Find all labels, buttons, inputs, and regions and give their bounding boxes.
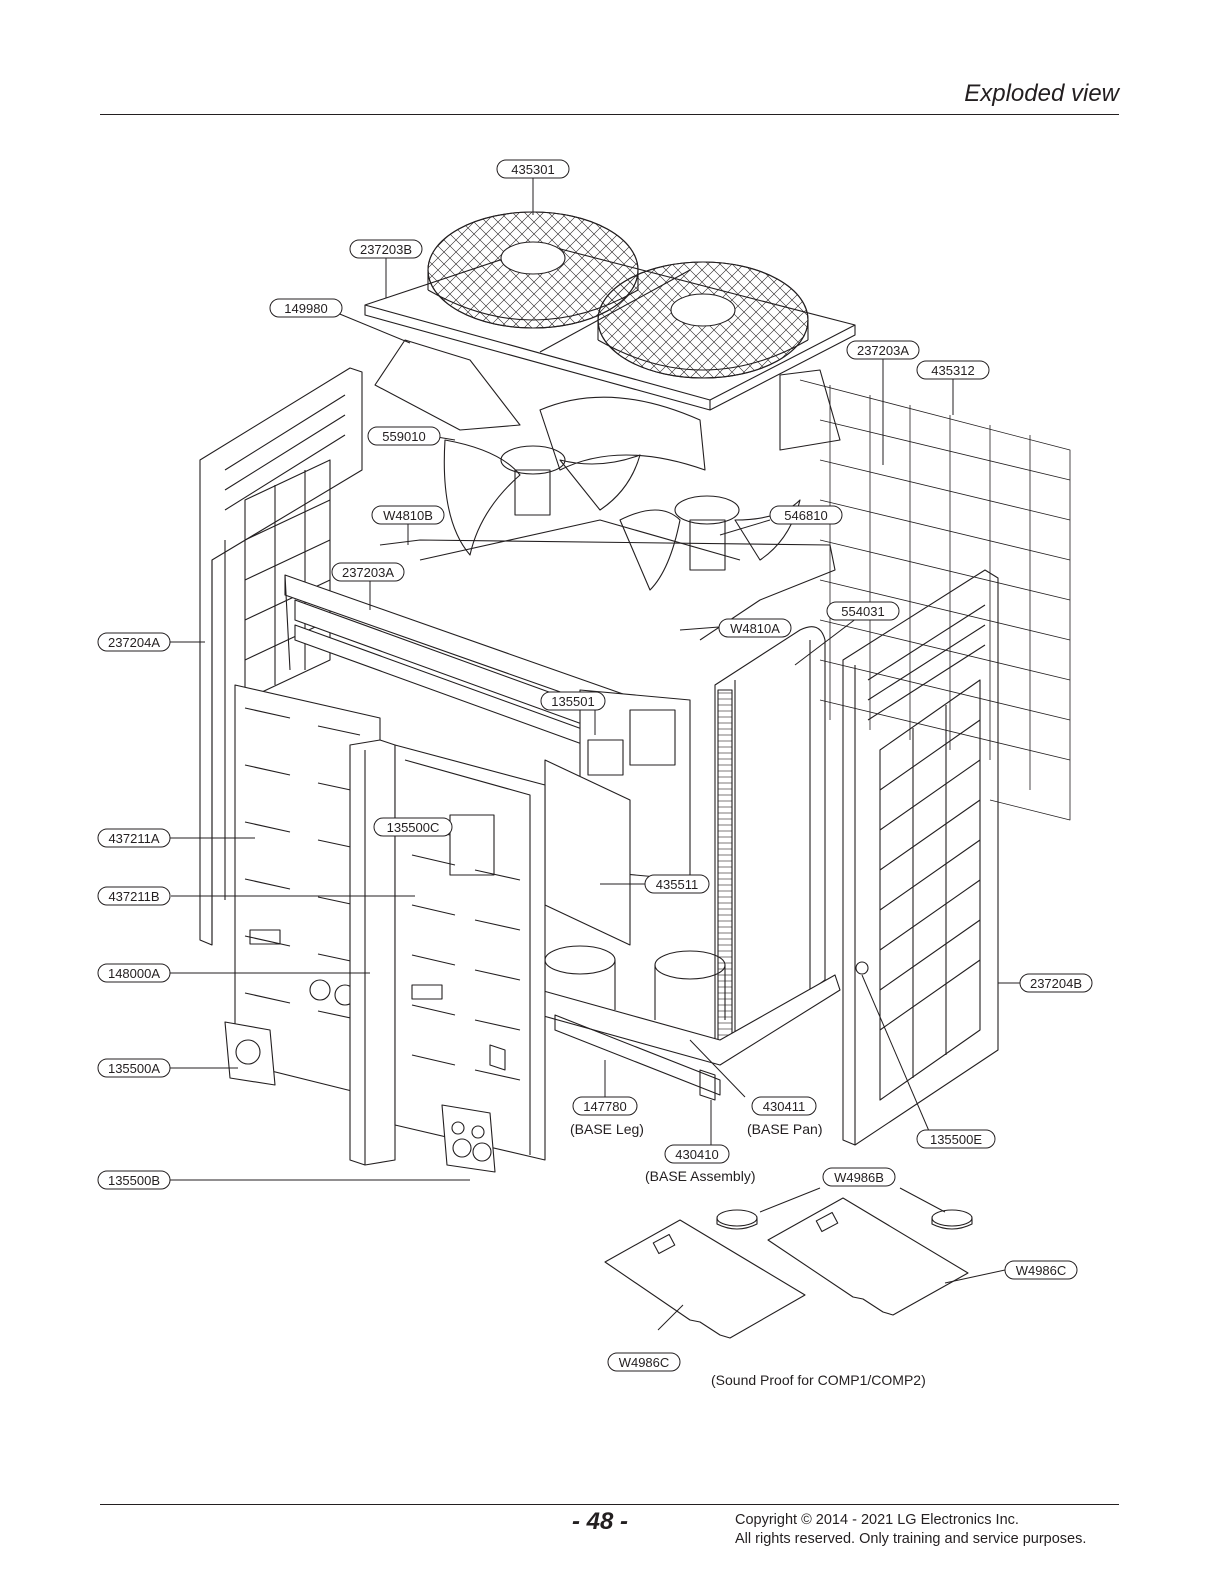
svg-text:135500C: 135500C [387, 820, 440, 835]
condenser-coil [714, 626, 826, 1046]
svg-text:135500B: 135500B [108, 1173, 160, 1188]
callout-437211B: 437211B [97, 886, 171, 906]
fan-grille-right [597, 261, 809, 379]
callout-430411: 430411 [751, 1096, 817, 1116]
fan-grille-left [427, 211, 639, 329]
section-title: Exploded view [964, 80, 1119, 107]
svg-text:430410: 430410 [675, 1147, 718, 1162]
svg-text:437211B: 437211B [108, 889, 159, 904]
callout-labels: 435301 237203B 149980 237203A 435312 559… [97, 159, 1093, 1372]
fan-shrouds [374, 339, 841, 471]
svg-text:147780: 147780 [583, 1099, 626, 1114]
svg-text:135501: 135501 [551, 694, 594, 709]
page-number: - 48 - [572, 1508, 629, 1535]
svg-text:435301: 435301 [511, 162, 554, 177]
svg-text:237204A: 237204A [108, 635, 160, 650]
callout-237203B: 237203B [349, 239, 423, 259]
svg-text:135500E: 135500E [930, 1132, 982, 1147]
callout-237204A: 237204A [97, 632, 171, 652]
caption-base-assembly: (BASE Assembly) [645, 1168, 755, 1184]
caption-base-pan: (BASE Pan) [747, 1121, 822, 1137]
callout-149980: 149980 [269, 298, 343, 318]
copyright: Copyright © 2014 - 2021 LG Electronics I… [735, 1511, 1086, 1549]
callout-430410: 430410 [664, 1144, 730, 1164]
sound-proof-left [604, 1219, 806, 1339]
callout-147780: 147780 [572, 1096, 638, 1116]
caption-sound-proof: (Sound Proof for COMP1/COMP2) [711, 1372, 926, 1388]
callout-435312: 435312 [916, 360, 990, 380]
front-panel-b [394, 744, 546, 1161]
footer-rule [100, 1504, 1119, 1505]
svg-text:546810: 546810 [784, 508, 827, 523]
callout-W4986C-left: W4986C [607, 1352, 681, 1372]
callout-435511: 435511 [644, 874, 710, 894]
copyright-line-1: Copyright © 2014 - 2021 LG Electronics I… [735, 1512, 1019, 1528]
callout-W4986B: W4986B [822, 1167, 896, 1187]
callout-W4810A: W4810A [718, 618, 792, 638]
svg-text:W4986C: W4986C [619, 1355, 670, 1370]
svg-text:W4810B: W4810B [383, 508, 433, 523]
svg-text:554031: 554031 [841, 604, 884, 619]
callout-237203A-mid: 237203A [331, 562, 405, 582]
corner-pillar [349, 739, 396, 1166]
svg-text:559010: 559010 [382, 429, 425, 444]
svg-text:435511: 435511 [656, 877, 698, 892]
svg-text:435312: 435312 [931, 363, 974, 378]
rubber-pads [716, 1209, 973, 1230]
svg-text:148000A: 148000A [108, 966, 160, 981]
svg-text:W4986B: W4986B [834, 1170, 884, 1185]
rear-wire-guard [799, 379, 1071, 821]
callout-554031: 554031 [826, 601, 900, 621]
callout-435301: 435301 [496, 159, 570, 179]
header-rule [100, 114, 1119, 115]
service-plate-a [224, 1021, 276, 1086]
callout-559010: 559010 [367, 426, 441, 446]
callout-W4810B: W4810B [371, 505, 445, 525]
left-side-panel [199, 367, 363, 946]
svg-text:237203B: 237203B [360, 242, 412, 257]
svg-text:237204B: 237204B [1030, 976, 1082, 991]
unit-drawing [199, 211, 1071, 1339]
callout-W4986C-right: W4986C [1004, 1260, 1078, 1280]
caption-base-leg: (BASE Leg) [570, 1121, 644, 1137]
callout-135501: 135501 [540, 691, 606, 711]
svg-text:W4986C: W4986C [1016, 1263, 1067, 1278]
service-plate-b [441, 1104, 496, 1173]
callout-237204B: 237204B [1019, 973, 1093, 993]
callout-135500E: 135500E [916, 1129, 996, 1149]
callout-135500C: 135500C [373, 817, 453, 837]
fan-blades [443, 439, 801, 591]
svg-text:237203A: 237203A [857, 343, 909, 358]
svg-text:135500A: 135500A [108, 1061, 160, 1076]
svg-text:237203A: 237203A [342, 565, 394, 580]
right-side-panel [842, 569, 999, 1146]
callout-135500B: 135500B [97, 1170, 171, 1190]
copyright-line-2: All rights reserved. Only training and s… [735, 1531, 1087, 1547]
callout-148000A: 148000A [97, 963, 171, 983]
callout-237203A-top: 237203A [846, 340, 920, 360]
sound-proof-right [767, 1197, 969, 1316]
callout-437211A: 437211A [97, 828, 171, 848]
callout-135500A: 135500A [97, 1058, 171, 1078]
svg-text:437211A: 437211A [108, 831, 159, 846]
svg-text:149980: 149980 [284, 301, 327, 316]
svg-text:430411: 430411 [763, 1099, 805, 1114]
svg-text:W4810A: W4810A [730, 621, 780, 636]
callout-546810: 546810 [769, 505, 843, 525]
